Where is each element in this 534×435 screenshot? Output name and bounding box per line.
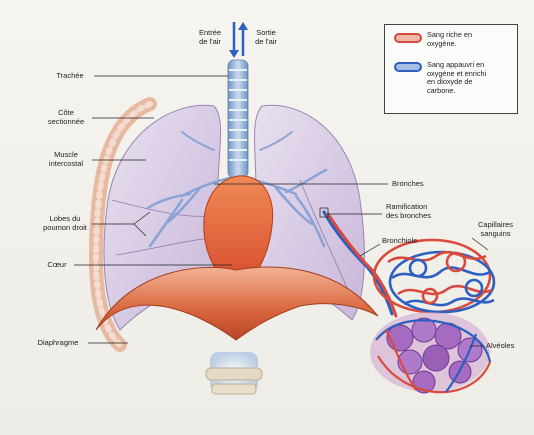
label-lobes-poumon-droit: Lobes du poumon droit [36,214,94,232]
label-entree-air: Entrée de l'air [190,28,230,46]
legend: Sang riche en oxygène. Sang appauvri en … [384,24,518,114]
label-bronchiole: Bronchiole [382,236,417,245]
trachea [228,60,248,178]
legend-swatch-oxygen-rich [395,34,421,42]
label-diaphragme: Diaphragme [30,338,86,347]
label-bronches: Bronches [392,179,424,188]
label-trachee: Trachée [48,71,92,80]
label-ramification-bronches: Ramification des bronches [386,202,431,220]
label-cote-sectionnee: Côte sectionnée [40,108,92,126]
label-coeur: Cœur [40,260,74,269]
label-capillaires-sanguins: Capillaires sanguins [478,220,513,238]
legend-swatch-oxygen-poor [395,63,421,71]
legend-oxygen-poor-text: Sang appauvri en oxygène et enrichi en d… [427,61,486,95]
capillary-network [374,240,494,312]
spine [206,352,262,394]
label-sortie-air: Sortie de l'air [246,28,286,46]
alveoli-cluster [370,312,490,393]
label-muscle-intercostal: Muscle intercostal [40,150,92,168]
label-alveoles: Alvéoles [486,341,514,350]
legend-oxygen-rich-text: Sang riche en oxygène. [427,31,472,48]
